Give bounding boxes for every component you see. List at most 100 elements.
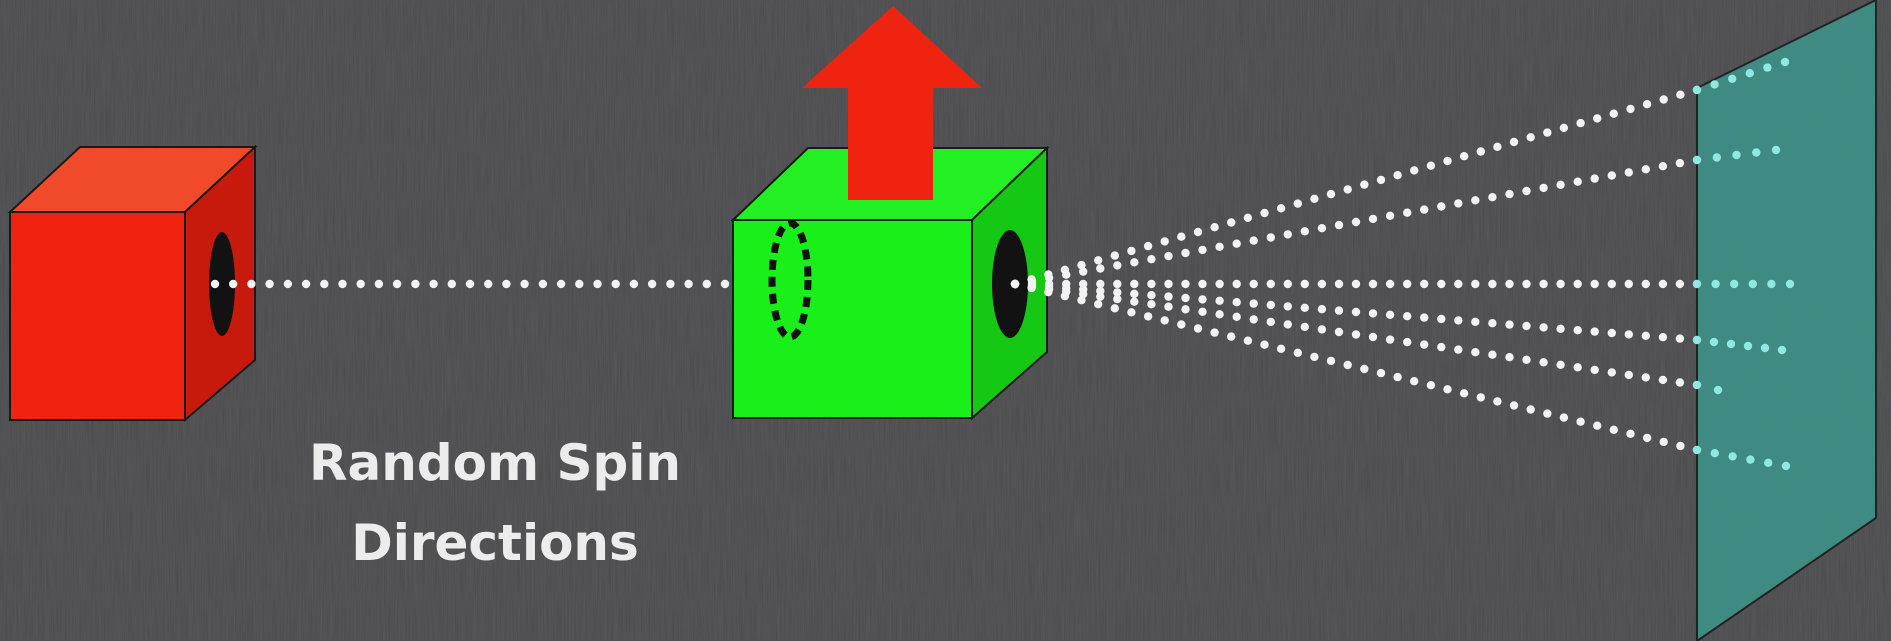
beam-dot <box>1543 128 1551 136</box>
beam-dot <box>1096 292 1104 300</box>
beam-dot <box>1360 365 1368 373</box>
beam-dot <box>1079 267 1087 275</box>
beam-dot <box>1294 349 1302 357</box>
beam-dot <box>557 280 565 288</box>
screen-hit-dot <box>1786 280 1794 288</box>
screen-hit-dot <box>1767 280 1775 288</box>
beam-dot <box>1556 181 1564 189</box>
beam-dot <box>1369 333 1377 341</box>
beam-dot <box>1164 280 1172 288</box>
beam-dot <box>1477 147 1485 155</box>
beam-dot <box>1437 315 1445 323</box>
beam-dot <box>630 280 638 288</box>
beam-dot <box>1181 294 1189 302</box>
beam-dot <box>448 280 456 288</box>
beam-dot <box>1488 280 1496 288</box>
beam-dot <box>1194 324 1202 332</box>
beam-dot <box>1094 256 1102 264</box>
beam-dot <box>1403 338 1411 346</box>
beam-dot <box>1676 334 1684 342</box>
beam-dot <box>1460 389 1468 397</box>
screen-hit-dot <box>1713 153 1721 161</box>
beam-dot <box>703 280 711 288</box>
beam-dot <box>1393 171 1401 179</box>
beam-dot <box>1210 223 1218 231</box>
beam-dot <box>1215 310 1223 318</box>
screen-hit-dot <box>1711 449 1719 457</box>
beam-dot <box>648 280 656 288</box>
beam-dot <box>1284 320 1292 328</box>
beam-dot <box>1215 280 1223 288</box>
beam-dot <box>593 280 601 288</box>
beam-dot <box>1369 215 1377 223</box>
beam-dot <box>1643 434 1651 442</box>
beam-dot <box>1626 105 1634 113</box>
beam-dot <box>1676 280 1684 288</box>
beam-dot <box>1177 233 1185 241</box>
screen-hit-dot <box>1744 342 1752 350</box>
beam-dot <box>411 280 419 288</box>
beam-dot <box>1477 393 1485 401</box>
beam-dot <box>1642 280 1650 288</box>
beam-dot <box>1608 280 1616 288</box>
beam-dot <box>302 280 310 288</box>
beam-dot <box>1233 313 1241 321</box>
beam-dot <box>1113 280 1121 288</box>
screen-hit-dot <box>1763 63 1771 71</box>
screen-hit-dot <box>1728 75 1736 83</box>
beam-dot <box>1608 368 1616 376</box>
beam-dot <box>1335 306 1343 314</box>
beam-dot <box>1147 291 1155 299</box>
beam-dot <box>1527 405 1535 413</box>
beam-dot <box>247 280 255 288</box>
screen-hit-dot <box>1693 280 1701 288</box>
beam-dot <box>1471 348 1479 356</box>
screen-hit-dot <box>1749 280 1757 288</box>
beam-dot <box>229 280 237 288</box>
beam-dot <box>1626 430 1634 438</box>
beam-dot <box>484 280 492 288</box>
beam-dot <box>1420 205 1428 213</box>
beam-dot <box>1471 318 1479 326</box>
beam-dot <box>1574 280 1582 288</box>
beam-dot <box>1215 297 1223 305</box>
beam-dot <box>1301 280 1309 288</box>
beam-dot <box>1130 280 1138 288</box>
beam-dot <box>1164 292 1172 300</box>
beam-dot <box>1510 138 1518 146</box>
beam-dot <box>1130 258 1138 266</box>
beam-dot <box>1676 159 1684 167</box>
beam-dot <box>1233 280 1241 288</box>
beam-dot <box>1198 246 1206 254</box>
beam-dot <box>1574 363 1582 371</box>
beam-dot <box>1642 165 1650 173</box>
beam-dot <box>1233 240 1241 248</box>
beam-dot <box>375 280 383 288</box>
beam-dot <box>1301 227 1309 235</box>
screen-hit-dot <box>1746 455 1754 463</box>
beam-dot <box>1250 236 1258 244</box>
screen-hit-dot <box>1772 146 1780 154</box>
screen-hit-dot <box>1714 386 1722 394</box>
screen-hit-dot <box>1693 381 1701 389</box>
beam-dot <box>1593 114 1601 122</box>
beam-dot <box>1127 247 1135 255</box>
beam-dot <box>1493 143 1501 151</box>
beam-dot <box>1301 323 1309 331</box>
beam-dot <box>1210 328 1218 336</box>
caption-line-1: Random Spin <box>309 434 681 492</box>
beam-dot <box>1198 308 1206 316</box>
beam-dot <box>1077 296 1085 304</box>
beam-dot <box>1318 325 1326 333</box>
beam-dot <box>502 280 510 288</box>
beam-dot <box>1113 261 1121 269</box>
beam-dot <box>1335 328 1343 336</box>
beam-dot <box>1660 438 1668 446</box>
beam-dot <box>1318 224 1326 232</box>
beam-dot <box>1591 174 1599 182</box>
beam-dot <box>1659 280 1667 288</box>
screen-hit-dot <box>1746 69 1754 77</box>
screen-hit-dot <box>1732 151 1740 159</box>
beam-dot <box>1181 249 1189 257</box>
beam-dot <box>1284 302 1292 310</box>
